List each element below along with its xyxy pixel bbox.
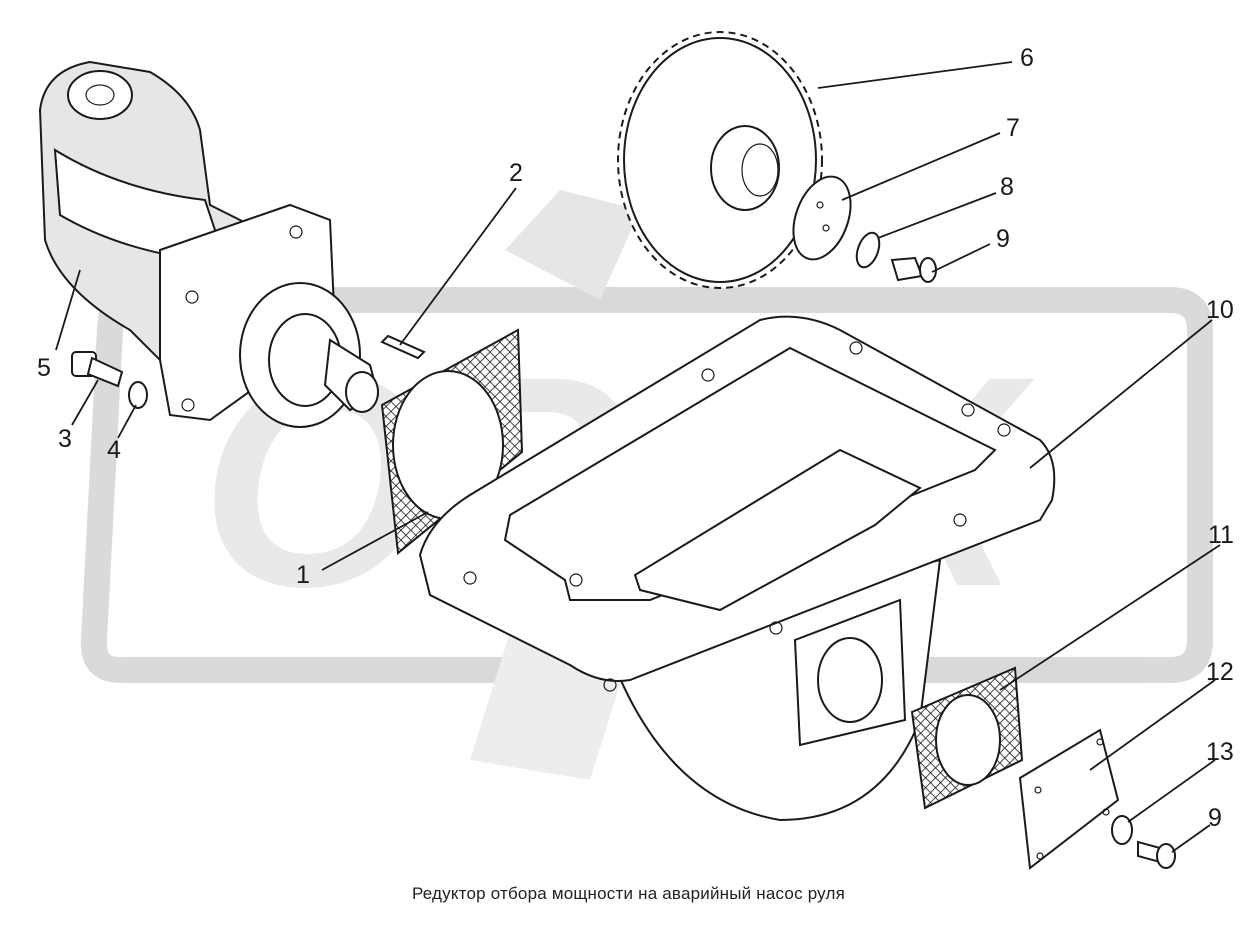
callout-9-bottom: 9 (1208, 804, 1222, 832)
part-10-housing (418, 315, 1056, 822)
part-11-gasket (910, 666, 1024, 810)
callout-10: 10 (1206, 296, 1234, 324)
callout-11: 11 (1208, 521, 1234, 549)
part-7-plate (792, 175, 852, 261)
callout-1: 1 (296, 561, 310, 589)
callout-4: 4 (107, 436, 121, 464)
diagram-caption: Редуктор отбора мощности на аварийный на… (411, 884, 846, 903)
part-1-gasket (380, 328, 524, 555)
callout-12: 12 (1206, 658, 1234, 686)
callout-2: 2 (509, 159, 523, 187)
part-9-bolt-bottom (1137, 840, 1176, 869)
part-9-bolt-top (890, 256, 937, 283)
part-2-key (380, 334, 426, 360)
part-12-cover (1018, 728, 1120, 870)
callout-7: 7 (1006, 114, 1020, 142)
part-4-washer (128, 381, 148, 409)
callout-9-top: 9 (996, 225, 1010, 253)
callout-labels: 1 2 3 4 5 6 7 8 9 10 11 12 13 9 (37, 44, 1234, 832)
leader-lines (55, 61, 1221, 853)
part-8-lock-washer (855, 231, 881, 269)
callout-8: 8 (1000, 173, 1014, 201)
part-13-washer (1111, 815, 1133, 845)
callout-5: 5 (37, 354, 51, 382)
part-6-gear (617, 31, 823, 289)
part-3-bolt (71, 351, 124, 388)
part-5-pump-motor (38, 60, 380, 428)
callout-13: 13 (1206, 738, 1234, 766)
callout-6: 6 (1020, 44, 1034, 72)
callout-3: 3 (58, 425, 72, 453)
